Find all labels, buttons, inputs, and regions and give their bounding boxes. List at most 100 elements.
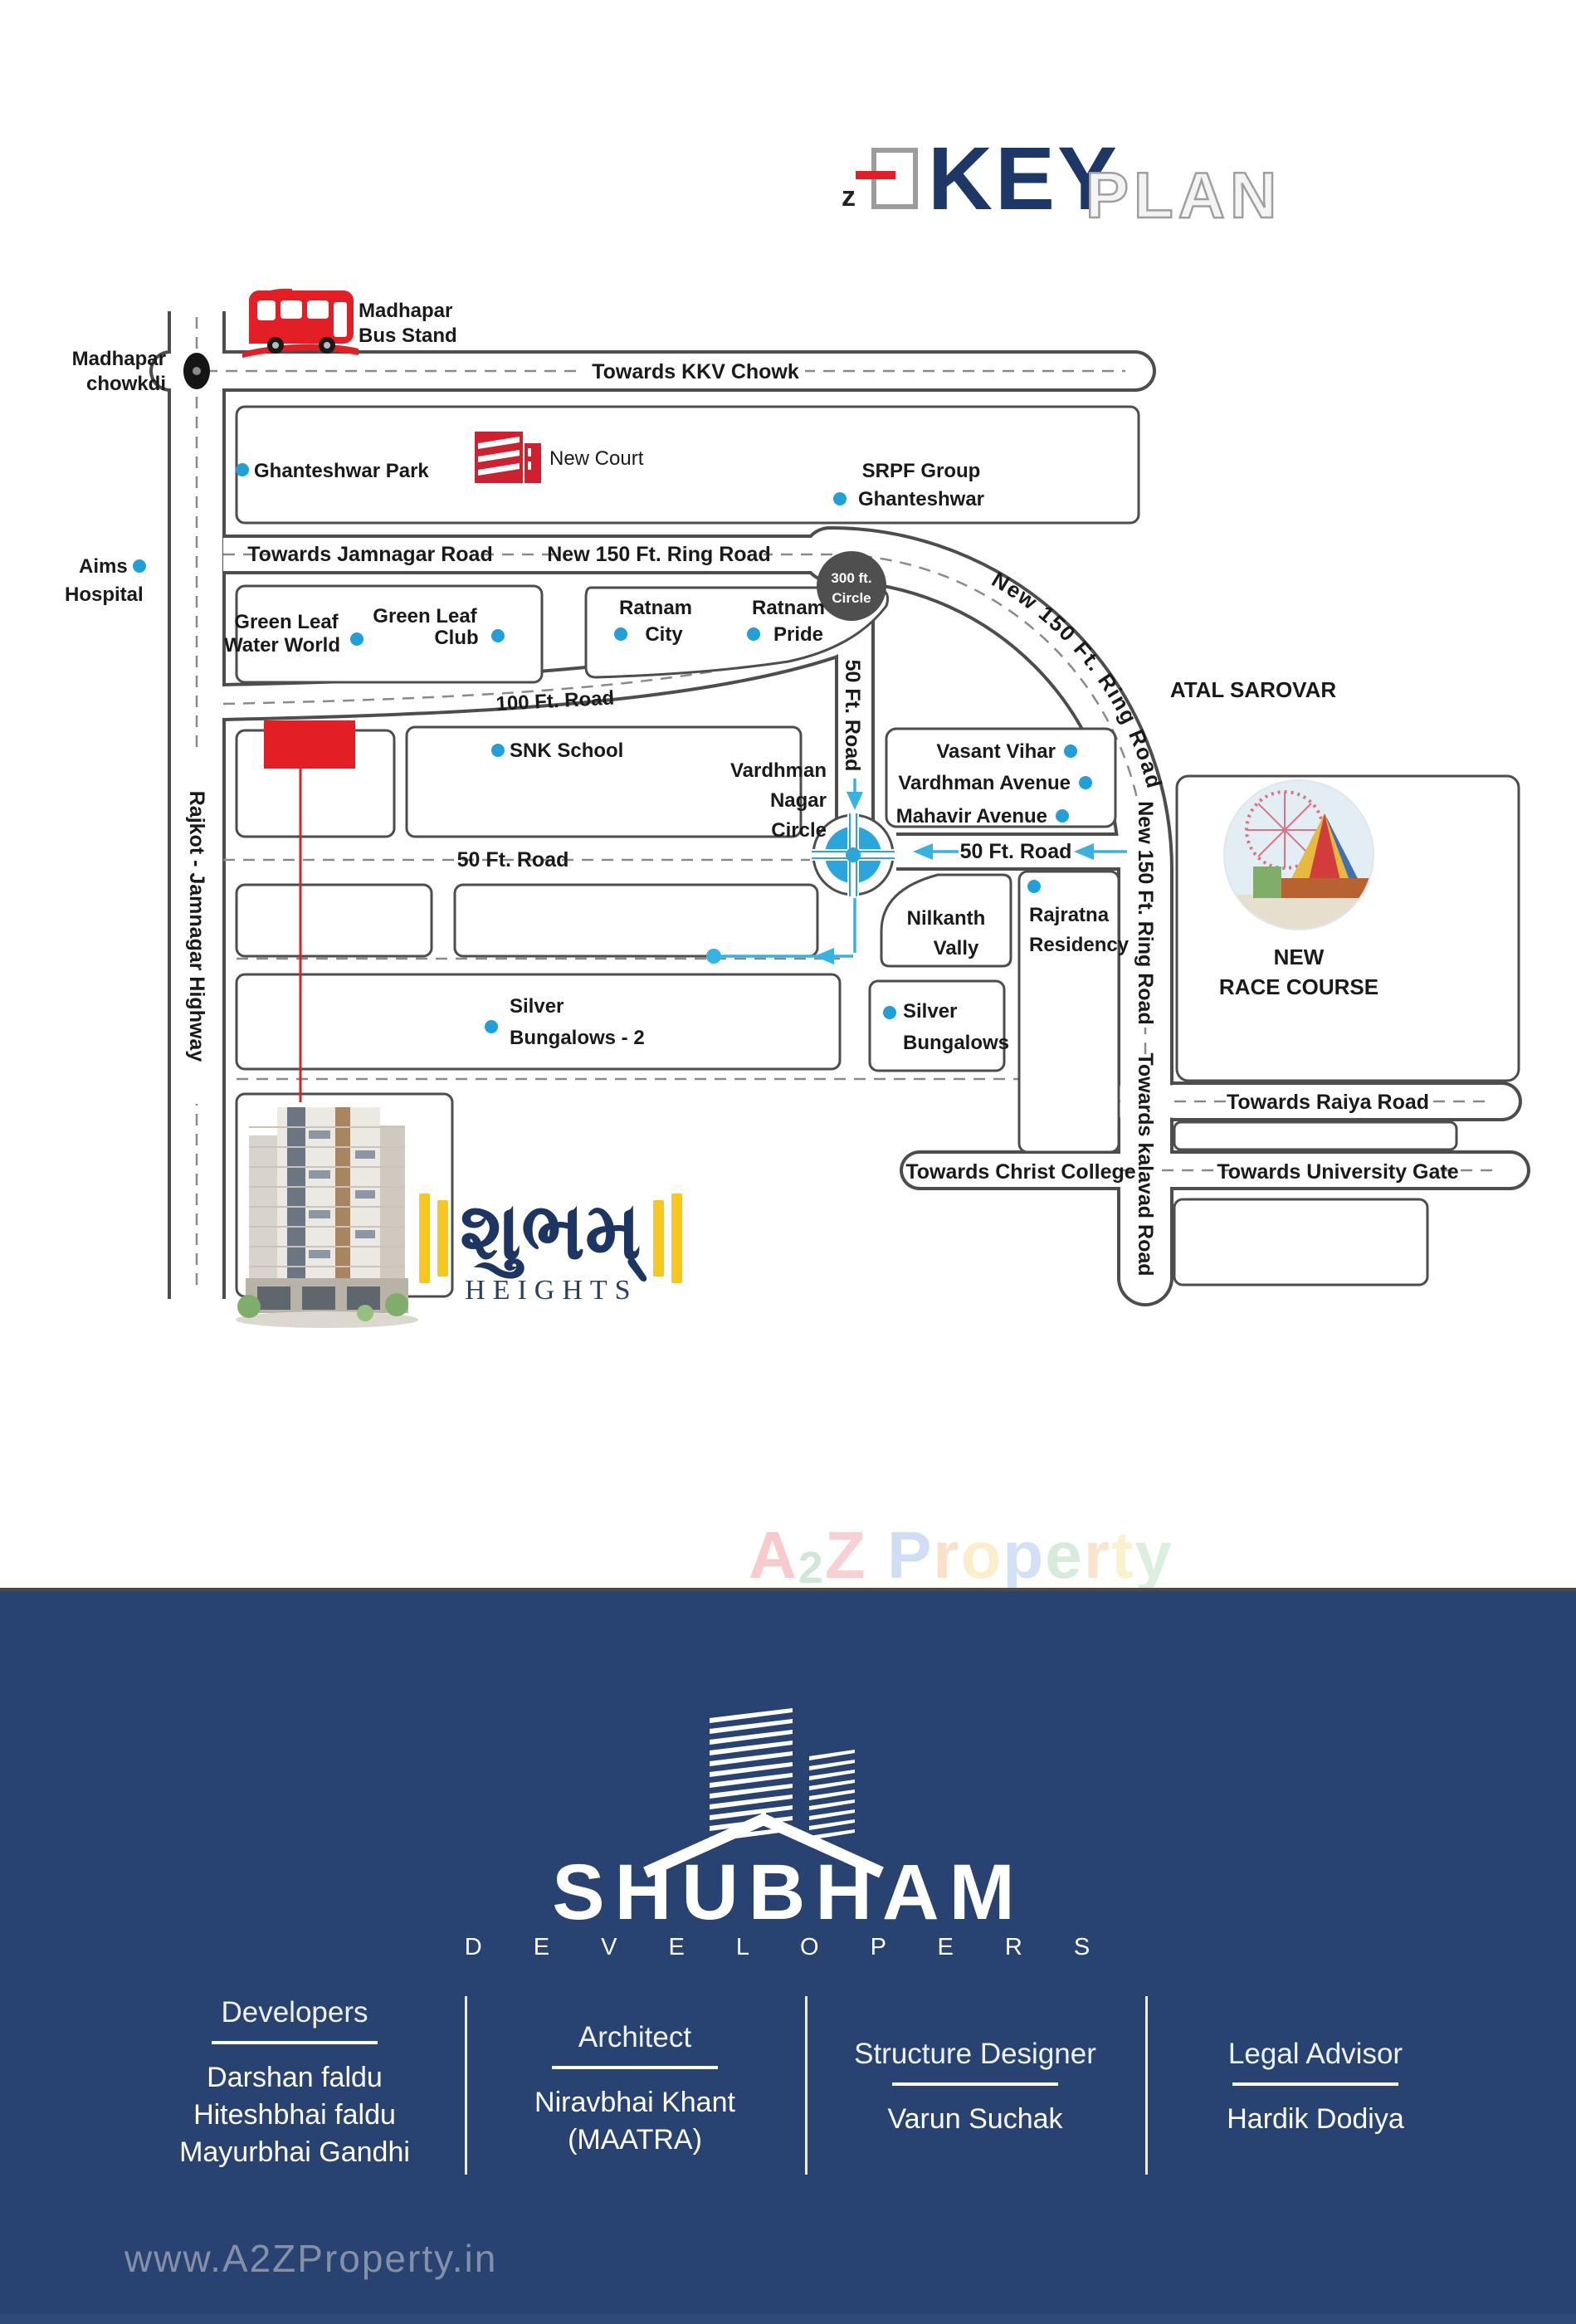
site-building-illustration — [236, 1107, 418, 1328]
title-plan: PLAN — [1085, 158, 1282, 233]
wm-p1: P — [886, 1518, 934, 1592]
footer-bottom-strip — [0, 2314, 1576, 2324]
title-key: KEY — [928, 128, 1120, 228]
footer — [0, 1591, 1576, 2324]
silver2-label-2: Bungalows - 2 — [510, 1027, 645, 1049]
rajratna-label-2: Residency — [1029, 934, 1130, 956]
road50-right-label: 50 Ft. Road — [960, 840, 1072, 863]
a2z-watermark: A2Z Property — [749, 1517, 1173, 1594]
race-course-label-2: RACE COURSE — [1219, 974, 1378, 999]
new-court-label: New Court — [549, 447, 644, 470]
jamnagar-road-label: Towards Jamnagar Road — [247, 543, 492, 566]
architect-name-1: Niravbhai Khant — [534, 2087, 735, 2118]
architect-name-2: (MAATRA) — [568, 2124, 702, 2156]
srpf-label-1: SRPF Group — [862, 460, 981, 482]
developer-logo-icon — [643, 1708, 884, 1878]
wm-r1: r — [933, 1518, 961, 1592]
wm-z: Z — [824, 1518, 867, 1592]
ring-road-h-label: New 150 Ft. Ring Road — [547, 543, 770, 566]
column-developers-rule — [212, 2041, 378, 2044]
column-structure-designer: Structure Designer Varun Suchak — [826, 2038, 1125, 2138]
rajratna-label-1: Rajratna — [1029, 904, 1110, 926]
bus-stand-label-1: Madhapar — [359, 300, 452, 322]
developer-brand-name: SHUBHAM — [552, 1848, 1025, 1936]
circle-300ft: 300 ft. Circle — [817, 551, 886, 621]
university-gate-label: Towards University Gate — [1217, 1160, 1458, 1184]
highway-label: Rajkot - Jamnagar Highway — [185, 791, 208, 1062]
green-leaf-ww-label-2: Water World — [224, 634, 340, 657]
atal-sarovar-label: ATAL SAROVAR — [1170, 677, 1337, 702]
website-watermark: www.A2ZProperty.in — [124, 2237, 498, 2280]
column-developers-title: Developers — [221, 1996, 368, 2029]
column-legal-advisor: Legal Advisor Hardik Dodiya — [1166, 2038, 1465, 2138]
north-letter: z — [842, 181, 856, 212]
column-architect: Architect Niravbhai Khant (MAATRA) — [485, 2021, 784, 2159]
nilkanth-label-1: Nilkanth — [907, 907, 986, 930]
project-name-gujarati: શુભમ્ — [460, 1187, 642, 1276]
legal-advisor-name: Hardik Dodiya — [1227, 2103, 1404, 2135]
column-architect-rule — [552, 2066, 718, 2069]
column-architect-title: Architect — [578, 2021, 692, 2053]
snk-school-label: SNK School — [510, 740, 623, 762]
column-structure-rule — [892, 2082, 1058, 2086]
ratnam-pride-label-2: Pride — [773, 623, 823, 646]
developer-brand-sub: D E V E L O P E R S — [464, 1934, 1113, 1960]
wm-e: e — [1045, 1518, 1084, 1592]
kalavad-road-label: Towards kalavad Road — [1134, 1052, 1157, 1276]
kkv-road-label: Towards KKV Chowk — [592, 360, 799, 383]
madhapar-chowkdi-junction — [183, 353, 210, 389]
project-name-heights: HEIGHTS — [465, 1275, 638, 1306]
ratnam-pride-label-1: Ratnam — [752, 597, 825, 619]
logo-bars-right-icon — [652, 1194, 682, 1283]
nilkanth-label-2: Vally — [934, 937, 979, 959]
circle300-line1: 300 ft. — [831, 570, 871, 586]
label-backplates — [183, 357, 1441, 1273]
aims-label-1: Aims — [79, 555, 128, 578]
vardhman-circle-label-2: Nagar — [770, 789, 827, 812]
vardhman-avenue-label: Vardhman Avenue — [898, 772, 1071, 794]
column-legal-rule — [1232, 2082, 1398, 2086]
vardhman-circle-label-1: Vardhman — [730, 759, 827, 782]
ratnam-city-label-2: City — [645, 623, 683, 646]
wm-a: A — [749, 1518, 798, 1592]
vardhman-circle-label-3: Circle — [771, 819, 827, 842]
developer-name-2: Hiteshbhai faldu — [193, 2099, 396, 2131]
green-leaf-ww-label-1: Green Leaf — [234, 611, 339, 633]
green-leaf-club-label-2: Club — [434, 627, 478, 649]
wm-2: 2 — [798, 1543, 825, 1593]
new-court-icon — [475, 432, 541, 483]
site-marker — [264, 720, 355, 1102]
column-divider-1 — [465, 1996, 467, 2175]
mahavir-avenue-label: Mahavir Avenue — [896, 805, 1047, 828]
bus-stand-icon — [242, 288, 359, 358]
route-arrowheads — [706, 792, 1094, 964]
logo-bars-left-icon — [419, 1194, 448, 1283]
silver2-label-1: Silver — [510, 995, 564, 1018]
column-structure-title: Structure Designer — [854, 2038, 1096, 2070]
race-course-label-1: NEW — [1274, 945, 1325, 969]
chowkdi-label-1: Madhapar — [72, 348, 166, 370]
developer-name-1: Darshan faldu — [207, 2062, 383, 2093]
wm-r2: r — [1083, 1518, 1111, 1592]
silver-label-1: Silver — [903, 1000, 957, 1023]
chowkdi-label-2: chowkdi — [86, 373, 166, 395]
column-developers: Developers Darshan faldu Hiteshbhai fald… — [145, 1996, 444, 2171]
column-legal-title: Legal Advisor — [1227, 2038, 1403, 2070]
wm-t: t — [1110, 1518, 1135, 1592]
road50-v-label: 50 Ft. Road — [841, 660, 864, 772]
raiya-road-label: Towards Raiya Road — [1227, 1091, 1429, 1114]
structure-designer-name: Varun Suchak — [887, 2103, 1063, 2135]
race-course-image — [1223, 779, 1374, 930]
christ-college-label: Towards Christ College — [905, 1160, 1135, 1184]
place-dots — [133, 463, 1092, 1033]
wm-y: y — [1134, 1518, 1173, 1592]
aims-label-2: Hospital — [65, 583, 144, 606]
ghanteshwar-park-label: Ghanteshwar Park — [254, 460, 429, 482]
city-blocks — [235, 405, 1520, 1298]
developer-name-3: Mayurbhai Gandhi — [179, 2136, 410, 2168]
wm-p2: p — [1003, 1518, 1046, 1592]
green-leaf-club-label-1: Green Leaf — [373, 605, 477, 627]
srpf-label-2: Ghanteshwar — [858, 488, 984, 510]
north-bar-icon — [856, 171, 895, 179]
